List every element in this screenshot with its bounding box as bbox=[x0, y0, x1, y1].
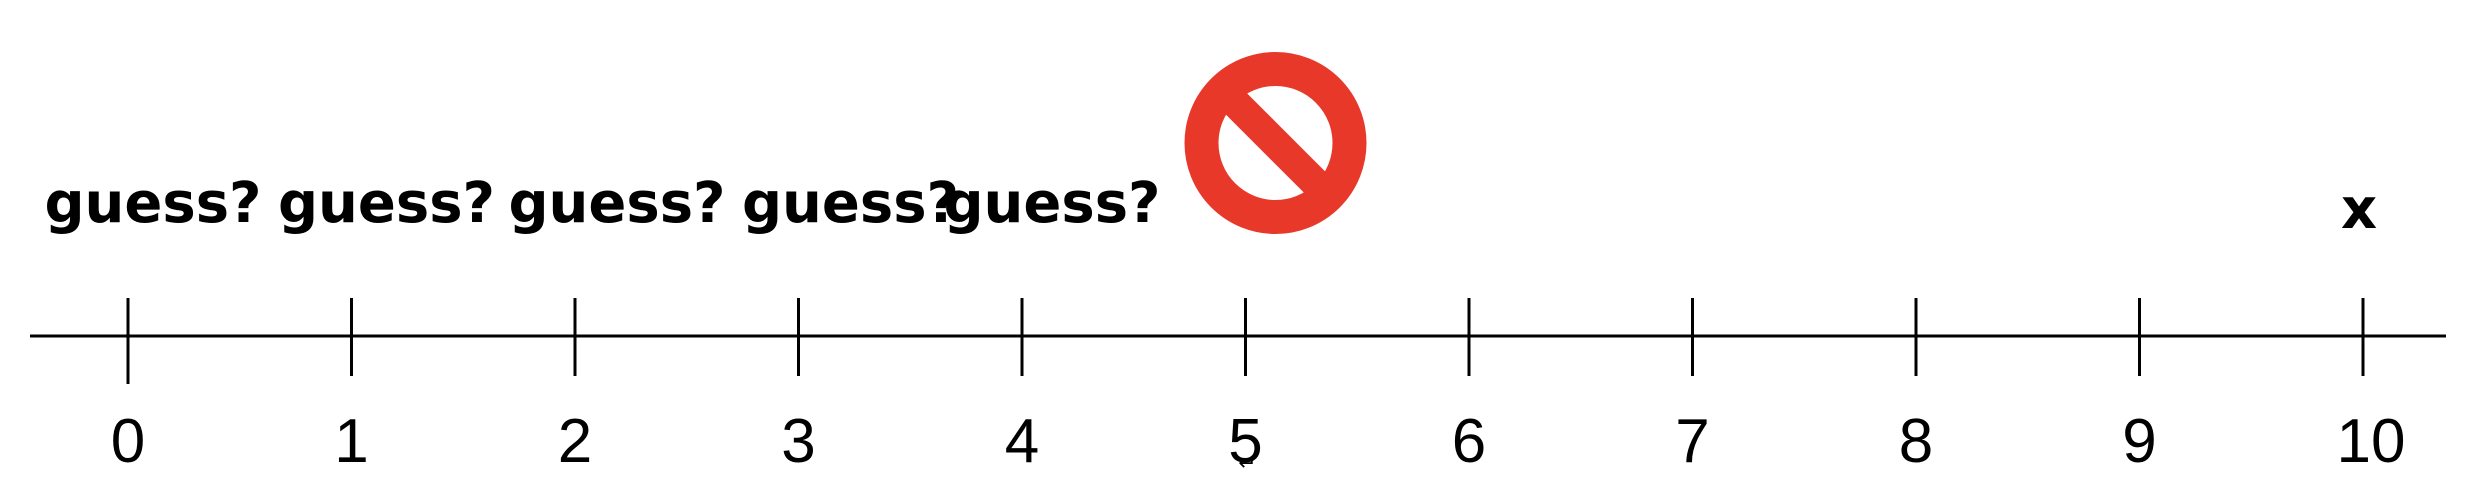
tick-label: 7 bbox=[1675, 407, 1709, 476]
tick-labels: 0 1 2 3 4 5 6 7 8 9 10 bbox=[111, 407, 2406, 476]
tick-label: 6 bbox=[1452, 407, 1486, 476]
target-x-label: x bbox=[2341, 177, 2377, 242]
tick-label: 2 bbox=[558, 407, 592, 476]
tick-label: 4 bbox=[1005, 407, 1039, 476]
guess-label: guess? bbox=[943, 171, 1160, 236]
tick-label: 3 bbox=[781, 407, 815, 476]
guess-label: guess? bbox=[742, 171, 959, 236]
tick-label: 0 bbox=[111, 407, 145, 476]
guess-labels: guess?guess?guess?guess?guess? bbox=[44, 171, 1160, 236]
tick-label: 9 bbox=[2122, 407, 2156, 476]
guess-label: guess? bbox=[44, 171, 261, 236]
tick-label: 1 bbox=[334, 407, 368, 476]
guess-label: guess? bbox=[508, 171, 725, 236]
tick-label: 8 bbox=[1899, 407, 1933, 476]
guess-label: guess? bbox=[278, 171, 495, 236]
prohibited-icon bbox=[1184, 52, 1367, 234]
tick-label: 5 bbox=[1228, 407, 1262, 476]
tick-label: 10 bbox=[2337, 407, 2406, 476]
small-return-mark: ↵ bbox=[1238, 451, 1256, 476]
tick-marks bbox=[126, 298, 2365, 384]
